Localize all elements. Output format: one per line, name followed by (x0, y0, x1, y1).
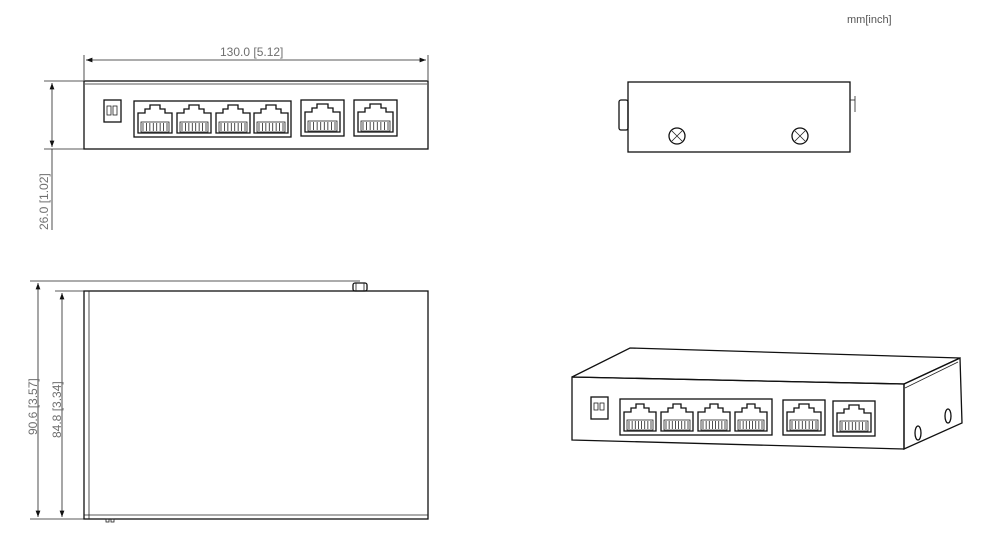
iso-poe-port-group (619, 398, 773, 436)
height-dimension-label: 26.0 [1.02] (37, 173, 51, 230)
rj45-port-icon (253, 104, 289, 134)
front-housing (83, 80, 429, 150)
rj45-port-icon (353, 99, 398, 137)
side-housing (627, 81, 851, 153)
dip-switch-icon (103, 99, 122, 123)
rj45-port-icon (137, 104, 173, 134)
front-view: 130.0 [5.12] 26.0 [1.02] (37, 45, 429, 230)
rj45-port-icon (215, 104, 251, 134)
side-view (618, 81, 856, 153)
dip-switch-icon (590, 396, 609, 420)
ground-screw-icon (352, 282, 368, 292)
screw-icon (791, 127, 809, 145)
iso-right-face (903, 356, 963, 451)
screw-icon (914, 425, 922, 441)
width-dimension-label: 130.0 [5.12] (220, 45, 283, 59)
screw-icon (944, 408, 952, 424)
top-view: 90.6 [3.57] 84.8 [3.34] (26, 280, 429, 523)
rj45-port-icon (782, 399, 826, 436)
units-label: mm[inch] (847, 14, 892, 26)
isometric-view (571, 347, 963, 451)
rj45-port-icon (832, 400, 876, 437)
body-depth-label: 84.8 [3.34] (50, 381, 64, 438)
ground-screw-icon (618, 99, 629, 131)
rj45-port-icon (300, 99, 345, 137)
poe-port-group (133, 100, 292, 138)
rj45-port-icon (697, 403, 731, 432)
iso-front-face (571, 376, 905, 450)
top-housing (83, 290, 429, 520)
rj45-port-icon (660, 403, 694, 432)
overall-depth-label: 90.6 [3.57] (26, 378, 40, 435)
screw-icon (668, 127, 686, 145)
rj45-port-icon (734, 403, 768, 432)
rj45-port-icon (176, 104, 212, 134)
rj45-port-icon (623, 403, 657, 432)
